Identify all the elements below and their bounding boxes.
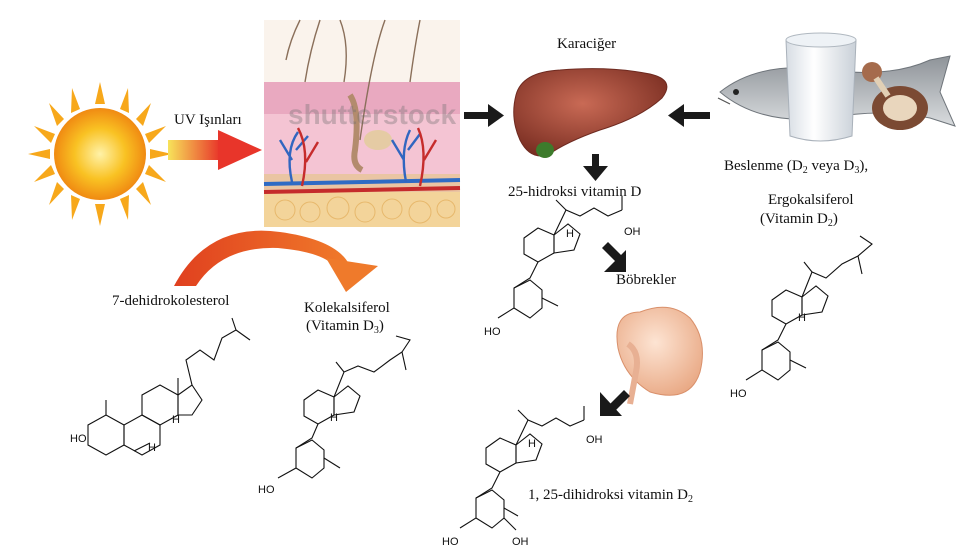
hydroxy25-ho-label: HO [484,326,501,338]
uv-label: UV Işınları [174,112,242,128]
skin-cross-section-image [263,19,461,227]
dehydro-h2-label: H [172,414,180,426]
arrow-liver-down [583,154,608,181]
hydroxy25-oh-label: OH [624,226,641,238]
cholecalciferol-structure [277,335,411,479]
ergocalciferol-name-label: Ergokalsiferol [768,192,854,208]
ergocalciferol-structure [745,235,873,381]
ergo-h-label: H [798,312,806,324]
dihydroxy-structure [459,406,585,531]
arrow-food-to-liver [668,104,710,127]
sun-icon [28,82,172,226]
hydroxy25-structure [497,196,623,319]
curved-conversion-arrow [174,230,378,292]
dihydroxy-ho-label: HO [442,536,459,548]
arrow-skin-to-liver [464,104,504,127]
liver-label: Karaciğer [557,36,617,52]
cholecalciferol-name-label: Kolekalsiferol [304,300,390,316]
arrow-from-kidneys [600,390,630,416]
dehydro-ho-label: HO [70,433,87,445]
liver-icon [513,68,668,158]
chole-ho-label: HO [258,484,275,496]
arrow-to-kidneys [602,242,626,272]
dehydrocholesterol-label: 7-dehidrokolesterol [112,293,230,309]
dehydrocholesterol-structure [87,317,251,456]
kidneys-label: Böbrekler [616,272,676,288]
ergocalciferol-vitamin-label: (Vitamin D2) [760,211,838,229]
dihydroxy-oh-top-label: OH [586,434,603,446]
uv-arrow [168,130,262,170]
kidney-icon [616,306,703,405]
nutrition-label: Beslenme (D2 veya D3), [724,158,869,176]
watermark-text: shutterstock [288,99,456,130]
dehydro-h1-label: H [148,442,156,454]
ergo-ho-label: HO [730,388,747,400]
dihydroxy-label: 1, 25-dihidroksi vitamin D2 [528,487,693,505]
chole-h-label: H [330,412,338,424]
dihydroxy-h-label: H [528,438,536,450]
dihydroxy-oh-bottom-label: OH [512,536,529,548]
hydroxy25-h-label: H [566,228,574,240]
hydroxy25-label: 25-hidroksi vitamin D [508,184,642,200]
food-icon [717,32,956,142]
cholecalciferol-vitamin-label: (Vitamin D3) [306,318,384,336]
